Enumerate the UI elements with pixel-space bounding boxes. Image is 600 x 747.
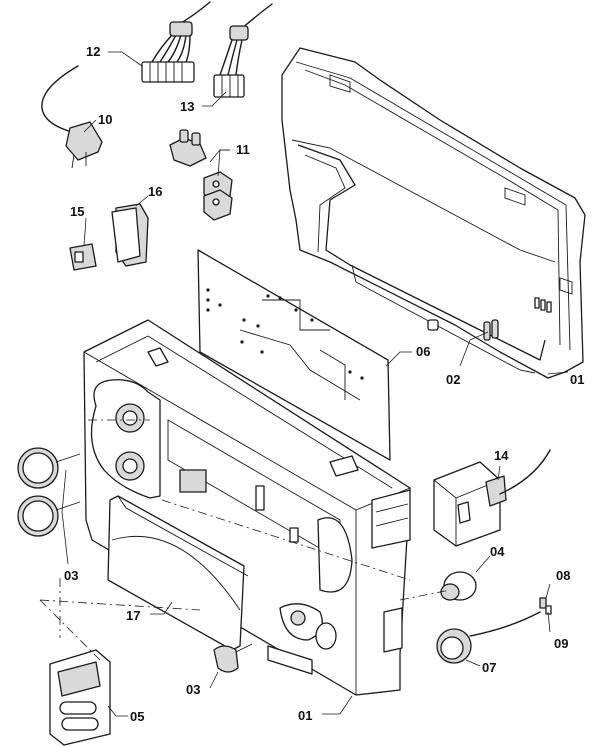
callout-02: 02 [446,372,460,387]
component-04 [440,571,477,601]
callout-16: 16 [148,184,162,199]
pressure-gauge-07 [436,611,541,664]
alignment-lines [39,419,451,661]
callout-04: 04 [490,544,505,559]
wiring-connector-12 [141,1,211,83]
terminal-blocks-11 [169,129,233,221]
fuse-part-02 [483,319,499,341]
room-display-05 [49,649,111,746]
circuit-board-06 [197,249,391,461]
leader-lines [61,51,569,717]
callout-09: 09 [554,636,568,651]
callout-03-knobs: 03 [64,568,78,583]
callout-06: 06 [416,344,430,359]
callout-05: 05 [130,709,144,724]
wiring-connector-13 [213,3,273,98]
small-module-15 [69,243,97,271]
callout-17: 17 [126,608,140,623]
sensor-bracket-14 [433,449,551,547]
callout-15: 15 [70,204,84,219]
callout-11: 11 [236,142,250,157]
callout-12: 12 [86,44,100,59]
callout-13: 13 [180,99,194,114]
callout-08: 08 [556,568,570,583]
memory-card-16 [111,203,149,267]
callout-14: 14 [494,448,509,463]
front-control-panel-01 [83,319,411,696]
power-cable-plug-10 [41,65,103,169]
clip-08-seal-09 [539,597,552,615]
rear-housing-frame [281,47,586,379]
callout-01-rear: 01 [570,372,584,387]
knobs-03 [17,447,253,673]
callout-labels: 12 13 10 11 15 16 06 02 01 14 03 04 08 0… [64,44,584,724]
callout-10: 10 [98,112,112,127]
callout-03-single-knob: 03 [186,682,200,697]
callout-07: 07 [482,660,496,675]
hinged-cover-17 [107,495,249,651]
callout-01-front: 01 [298,708,312,723]
